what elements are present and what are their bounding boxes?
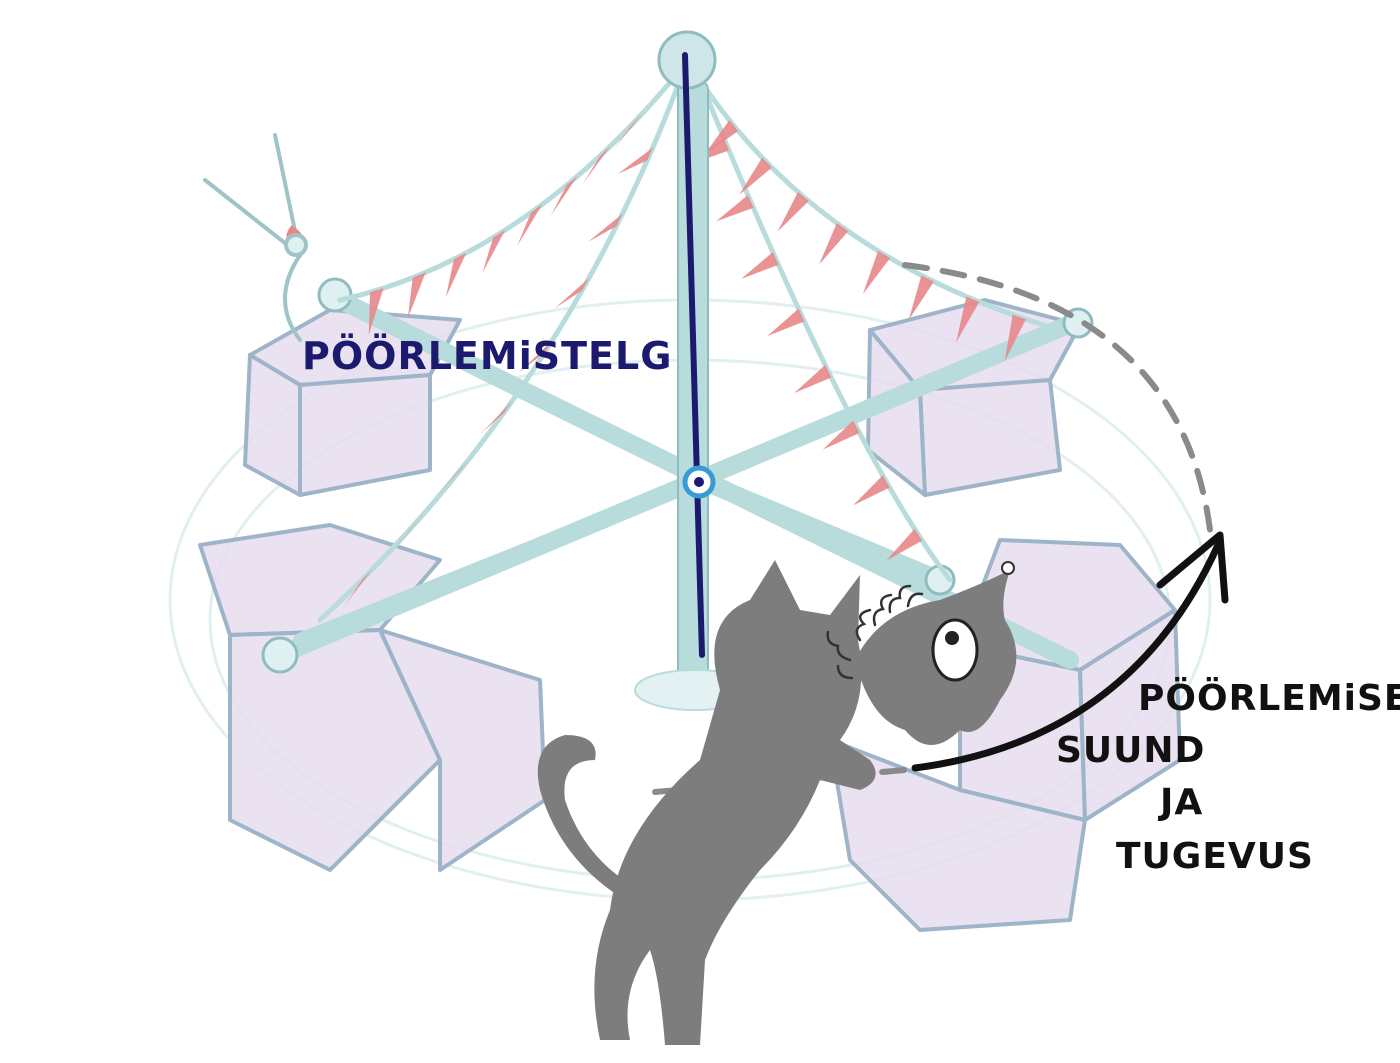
cat-silhouette-icon (537, 560, 876, 1045)
pennant-flag (862, 250, 891, 295)
seat-front-left (198, 523, 547, 872)
pennant-flag (582, 145, 611, 185)
pennant-flag (777, 191, 809, 232)
pennant-flag (555, 278, 589, 309)
pennant-flag (822, 420, 860, 450)
frame-joints (261, 277, 1094, 674)
pennant-flag (437, 460, 469, 495)
spiky-creature-icon (826, 561, 1017, 745)
pennant-flag (716, 194, 754, 222)
pennant-flag (368, 288, 384, 335)
pennant-flag (794, 364, 832, 393)
pennant-flag (767, 308, 805, 337)
pennant-flag (479, 401, 512, 435)
rotation-axis-label: PÖÖRLEMiSTELG (302, 334, 673, 378)
pennant-flag (588, 213, 623, 242)
pennant-flag (612, 113, 643, 151)
pennant-flag (550, 176, 578, 217)
pennant-flag (407, 272, 426, 319)
pennant-flag (739, 157, 772, 196)
pennant-flag (391, 516, 422, 553)
rotation-direction-label-line-2: SUUND (1056, 730, 1206, 771)
rotation-direction-label-line-3: JA (1160, 782, 1204, 823)
pennant-flag (518, 340, 552, 373)
pennant-flag (741, 252, 779, 279)
pennant-flag (819, 223, 849, 265)
pennant-flag (517, 204, 543, 246)
pennant-flag (886, 528, 923, 561)
pennant-flag (482, 230, 506, 274)
pennant-flag (617, 147, 653, 175)
rotation-axis (682, 52, 716, 658)
seat-back-left (243, 308, 462, 497)
rotation-direction-arrow (911, 531, 1229, 772)
pennant-flag (1004, 314, 1026, 362)
pennant-flag (853, 475, 890, 506)
rotation-direction-label-line-1: PÖÖRLEMiSE (1138, 678, 1400, 719)
rotation-direction-label-line-4: TUGEVUS (1116, 836, 1314, 877)
pennant-flag (343, 569, 373, 608)
crane-bird-icon (203, 133, 308, 342)
pennant-flag (703, 120, 739, 156)
pennants (343, 113, 1026, 608)
pennant-flag (956, 296, 980, 343)
pennant-flag (445, 252, 467, 298)
pennant-flag (908, 275, 934, 320)
